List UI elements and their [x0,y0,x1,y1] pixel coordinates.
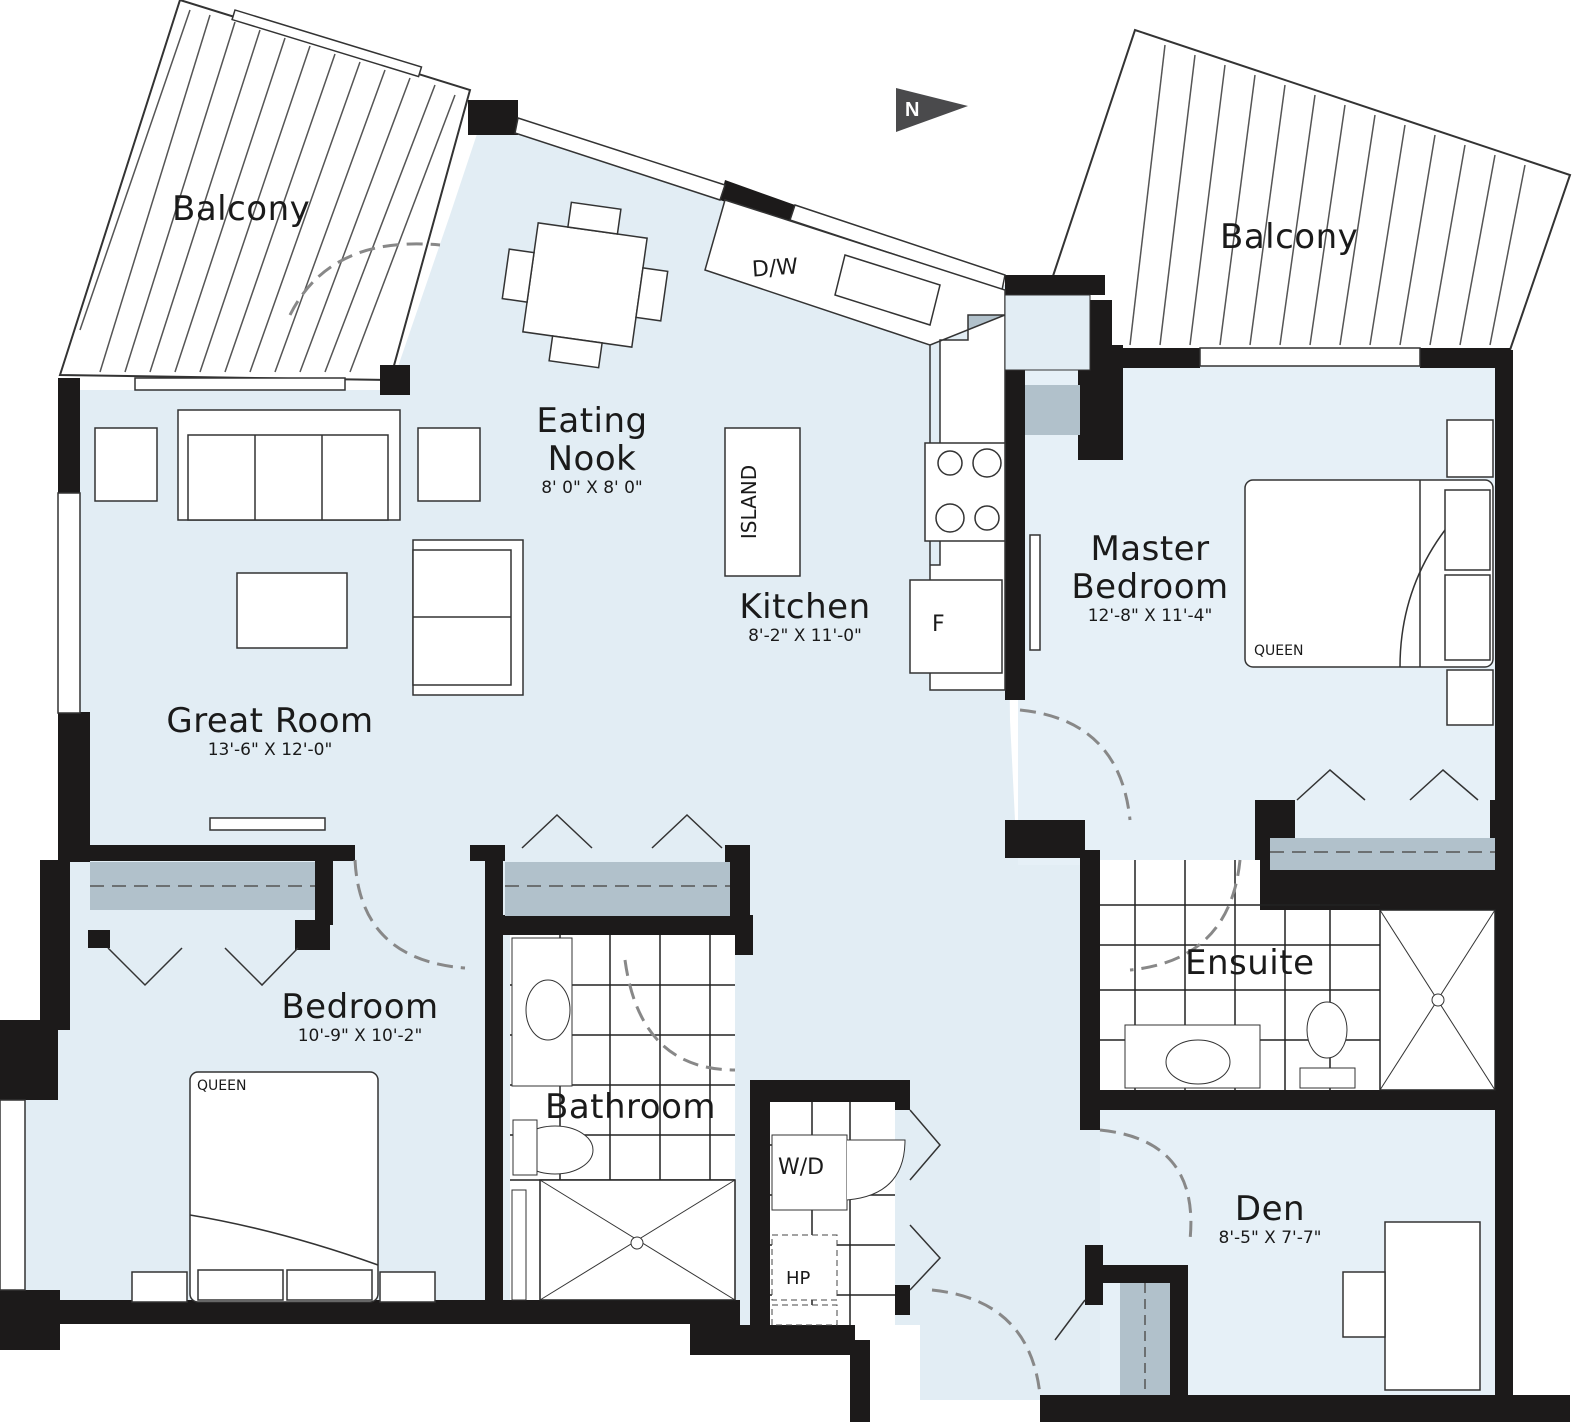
room-label-bathroom: Bathroom [545,1087,716,1127]
walls [0,100,1570,1422]
master-bed-size-label: QUEEN [1254,643,1304,659]
room-name: Great Room [166,701,374,741]
balcony-west-deck [58,0,472,382]
door-swings [288,242,1242,1396]
room-name: Den [1234,1189,1306,1229]
ensuite-tiles [1100,860,1496,1091]
room-label-ensuite: Ensuite [1185,943,1315,983]
bifold-doors [107,768,1479,1341]
washer-dryer-label: W/D [778,1155,825,1180]
room-label-balcony-west: Balcony [172,189,311,229]
dishwasher-label: D/W [751,254,799,283]
room-kitchen: Kitchen 8'-2" X 11'-0" [730,588,880,646]
room-label-balcony-east: Balcony [1220,217,1359,257]
room-master-bedroom: Master Bedroom 12'-8" X 11'-4" [1060,530,1240,626]
room-eating-nook: Eating Nook 8' 0" X 8' 0" [532,402,652,498]
kitchen-counters [704,199,1006,691]
room-dimensions: 12'-8" X 11'-4" [1087,606,1213,626]
laundry-tiles [770,1102,906,1326]
bedroom-bed-size-label: QUEEN [197,1078,247,1094]
room-dimensions: 13'-6" X 12'-0" [207,740,333,760]
room-bedroom: Bedroom 10'-9" X 10'-2" [270,988,450,1046]
dining-table [501,201,669,369]
great-room-furniture [94,409,524,831]
room-dimensions: 8' 0" X 8' 0" [541,478,643,498]
room-name-line: Bedroom [1071,567,1229,607]
room-dimensions: 10'-9" X 10'-2" [297,1026,423,1046]
room-dimensions: 8'-5" X 7'-7" [1218,1228,1322,1248]
heat-pump-label: HP [786,1268,811,1289]
room-name: Kitchen [739,587,871,627]
north-arrow-icon [896,88,968,132]
room-name-line: Eating [536,401,648,441]
bedroom-furniture [131,1071,436,1303]
north-label: N [905,99,920,121]
bathroom-tiles [510,935,736,1301]
room-great-room: Great Room 13'-6" X 12'-0" [155,702,385,760]
island-label: ISLAND [737,464,762,540]
duct [1004,294,1091,371]
fridge-label: F [932,612,945,637]
room-dimensions: 8'-2" X 11'-0" [748,626,862,646]
room-den: Den 8'-5" X 7'-7" [1200,1190,1340,1248]
room-name: Bedroom [281,987,439,1027]
master-furniture [1029,419,1494,726]
room-name-line: Master [1090,529,1210,569]
balcony-east-deck [1048,28,1572,351]
den-furniture [1342,1221,1481,1391]
room-name-line: Nook [547,439,637,479]
